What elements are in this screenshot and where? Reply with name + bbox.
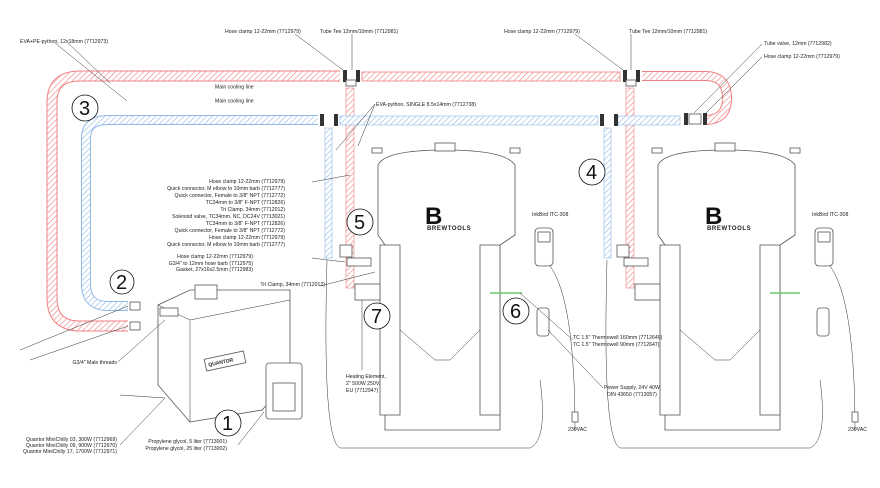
hose-clamp-label: Hose clamp 12-22mm (7712979) <box>225 29 301 35</box>
tube-valve-label: Tube valve, 12mm (7712982) <box>764 41 832 47</box>
voltage-label: 230VAC <box>568 427 587 433</box>
heating-element-icon <box>354 283 381 301</box>
brand-logo-text: BREWTOOLS <box>707 226 751 232</box>
valve-part-label: Quick connector, M elbow to 10mm barb (7… <box>167 186 285 192</box>
callout-7: 7 <box>371 306 382 328</box>
inkbird-controller-1 <box>534 227 579 431</box>
solenoid-valve-icon <box>616 244 630 258</box>
plug-icon <box>851 411 859 423</box>
chiller-model-label: Quantor MiniChilly 17, 1700W (7712971) <box>23 449 117 455</box>
return-line-blue <box>81 115 681 311</box>
valve-part-label: TC34mm to 3/8" F-NPT (7712826) <box>206 200 286 206</box>
tri-clamp-label: Tri Clamp, 34mm (7712012) <box>260 282 325 288</box>
valve-part-label: Solenoid valve, TC34mm, NC, DC24V (77130… <box>172 214 285 220</box>
power-supply-label: Power Supply, 24V 40W, <box>604 385 661 391</box>
chiller-fitting-label: G3/4" to 12mm hose barb (7712975) <box>169 261 254 267</box>
label-bg <box>210 83 270 90</box>
valve-part-label: Quick connector, M elbow to 10mm barb (7… <box>167 242 285 248</box>
plug-icon <box>571 411 579 423</box>
inkbird-controller-2 <box>814 227 859 431</box>
thermowell-label: TC 1.5" Thermowell 90mm (7712647) <box>573 342 660 348</box>
valve-part-label: TC34mm to 3/8" F-NPT (7712826) <box>206 221 286 227</box>
callout-1: 1 <box>222 413 233 435</box>
glycol-label: Propylene glycol, 5 liter (7713001) <box>148 439 227 445</box>
heating-element-label: 2" 500W 250V, <box>346 381 380 387</box>
eva-pe-python-label: EVA+PE-python, 12x18mm (7712973) <box>20 39 108 45</box>
solenoid-valve-icon <box>339 244 353 258</box>
heating-element-label: Heating Element, <box>346 374 386 380</box>
valve-part-label: Hose clamp 12-22mm (7712979) <box>209 235 285 241</box>
leader-lines <box>19 33 763 446</box>
callout-3: 3 <box>79 98 90 120</box>
chiller-model-label: Quantor MiniChilly 03, 300W (7712969) <box>26 437 117 443</box>
valve-body <box>623 257 649 267</box>
valve-part-label: Hose clamp 12-22mm (7712979) <box>209 179 285 185</box>
hose-clamp-label: Hose clamp 12-22mm (7712979) <box>764 54 840 60</box>
label-bg <box>210 97 270 104</box>
chiller-fitting-label: Gasket, 27x16x2.5mm (7712983) <box>176 267 253 273</box>
fermenter-tank-1: B BREWTOOLS <box>325 142 543 449</box>
valve-part-label: Quick connector, Female to 3/8" NPT (771… <box>175 228 286 234</box>
voltage-label: 230VAC <box>848 427 867 433</box>
inkbird-label: InkBird ITC-308 <box>812 212 848 218</box>
valve-body <box>346 257 372 267</box>
tube-valve-icon <box>688 113 702 125</box>
chiller-unit: QUANTOR <box>129 284 303 423</box>
eva-python-single-label: EVA-python, SINGLE 8.5x14mm (7712738) <box>376 102 476 108</box>
brand-logo-text: BREWTOOLS <box>427 226 471 232</box>
inkbird-label: InkBird ITC-308 <box>532 212 568 218</box>
chiller-model-label: Quantor MiniChilly 09, 900W (7712970) <box>26 443 117 449</box>
brewtools-logo-icon: B <box>425 203 442 230</box>
main-cooling-line-label-red: Main cooling line <box>215 85 254 91</box>
valve-stack-labels: Hose clamp 12-22mm (7712979) Quick conne… <box>23 179 325 455</box>
power-supply-label: DIN 43650 (7713057) <box>607 392 657 398</box>
glycol-label: Propylene glycol, 25 liter (7713002) <box>145 446 227 452</box>
tube-tee-label: Tube Tee 12mm/10mm (7712981) <box>320 29 398 35</box>
thermowell-label: TC 1.5" Thermowell 160mm (7712649) <box>573 335 663 341</box>
callout-5: 5 <box>354 212 365 234</box>
valve-part-label: Quick connector, Female to 3/8" NPT (771… <box>175 193 286 199</box>
heating-element-label: EU (7712947) <box>346 388 379 394</box>
callout-2: 2 <box>116 272 127 294</box>
hose-clamp-label: Hose clamp 12-22mm (7712979) <box>504 29 580 35</box>
valve-part-label: Tri Clamp, 34mm (7712012) <box>220 207 285 213</box>
chiller-brand: QUANTOR <box>208 357 234 368</box>
callout-6: 6 <box>510 301 521 323</box>
brewtools-logo-icon: B <box>705 203 722 230</box>
callout-4: 4 <box>586 162 597 184</box>
male-threads-label: G3/4" Male threads <box>72 360 117 366</box>
tube-tee-label: Tube Tee 12mm/10mm (7712981) <box>629 29 707 35</box>
main-cooling-line-label-blue: Main cooling line <box>215 99 254 105</box>
chiller-fitting-label: Hose clamp 12-22mm (7712979) <box>177 254 253 260</box>
fermenter-tank-2: B BREWTOOLS <box>605 142 823 449</box>
fittings <box>320 70 707 126</box>
